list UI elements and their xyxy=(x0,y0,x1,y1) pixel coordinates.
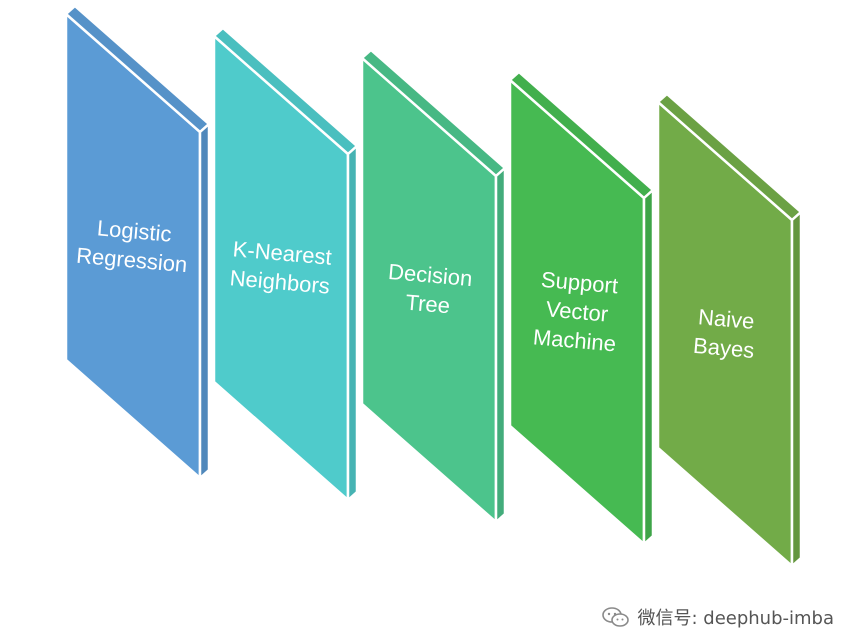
panel-side-face xyxy=(642,187,655,547)
panel-label-line: Naive xyxy=(697,304,755,334)
panel-support-vector-machine: SupportVectorMachine xyxy=(508,70,655,547)
watermark-text: 微信号: deephub-imba xyxy=(637,608,834,629)
panel-label: NaiveBayes xyxy=(692,304,758,363)
panel-label-line: Bayes xyxy=(692,333,755,363)
panel-side-face xyxy=(198,121,211,481)
panel-front-face xyxy=(360,55,498,525)
panel-side-face xyxy=(494,165,507,525)
wechat-icon xyxy=(602,607,630,627)
panel-naive-bayes: NaiveBayes xyxy=(656,92,803,569)
watermark: 微信号: deephub-imba xyxy=(601,604,834,630)
panel-side-face xyxy=(346,143,359,503)
panel-k-nearest-neighbors: K-NearestNeighbors xyxy=(212,26,359,503)
panel-logistic-regression: LogisticRegression xyxy=(64,4,211,481)
panel-label-line: Vector xyxy=(545,296,609,326)
panel-decision-tree: DecisionTree xyxy=(360,48,507,525)
panel-front-face xyxy=(656,99,794,569)
panel-side-face xyxy=(790,209,803,569)
panel-label-line: Tree xyxy=(405,290,451,319)
